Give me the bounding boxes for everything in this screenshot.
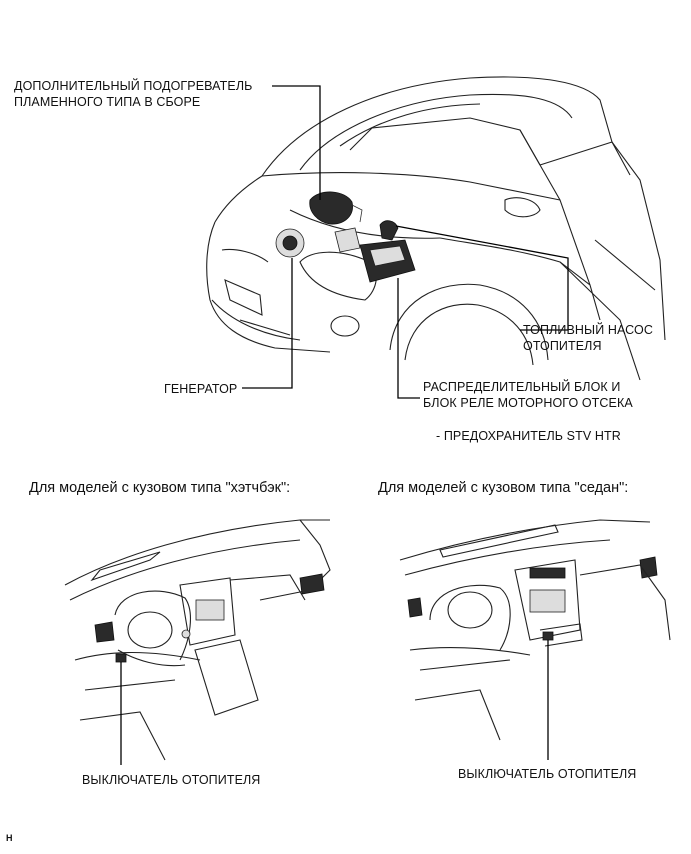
engine-leader-lines bbox=[242, 85, 569, 399]
fuse-label: - ПРЕДОХРАНИТЕЛЬ STV HTR bbox=[436, 429, 621, 443]
sedan-switch-label: ВЫКЛЮЧАТЕЛЬ ОТОПИТЕЛЯ bbox=[458, 767, 637, 781]
fuel-pump-label-line2: ОТОПИТЕЛЯ bbox=[523, 339, 602, 353]
heater-label-line2: ПЛАМЕННОГО ТИПА В СБОРЕ bbox=[14, 95, 201, 109]
generator-label: ГЕНЕРАТОР bbox=[164, 382, 238, 396]
car-illustration bbox=[206, 76, 666, 381]
heater-label-line1: ДОПОЛНИТЕЛЬНЫЙ ПОДОГРЕВАТЕЛЬ bbox=[14, 79, 253, 93]
sedan-dashboard-illustration bbox=[399, 519, 671, 741]
hatchback-switch-label: ВЫКЛЮЧАТЕЛЬ ОТОПИТЕЛЯ bbox=[82, 773, 261, 787]
hatchback-dashboard-illustration bbox=[64, 519, 331, 761]
hatchback-caption: Для моделей с кузовом типа "хэтчбэк": bbox=[29, 480, 291, 496]
footer-code: H bbox=[6, 833, 13, 843]
fuel-pump-label-line1: ТОПЛИВНЫЙ НАСОС bbox=[523, 323, 653, 337]
sedan-caption: Для моделей с кузовом типа "седан": bbox=[378, 480, 629, 496]
relay-block-label-line1: РАСПРЕДЕЛИТЕЛЬНЫЙ БЛОК И bbox=[423, 380, 621, 394]
relay-block-label-line2: БЛОК РЕЛЕ МОТОРНОГО ОТСЕКА bbox=[423, 396, 633, 410]
